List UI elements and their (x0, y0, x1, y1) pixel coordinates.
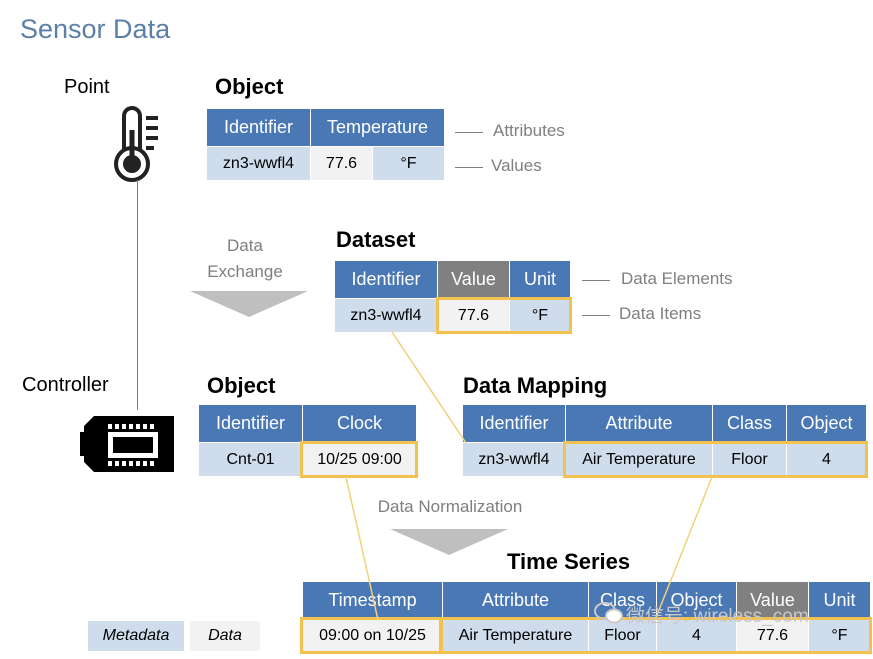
ts-header-timestamp: Timestamp (302, 581, 443, 619)
values-annotation-line (455, 167, 483, 168)
dataset-header-value: Value (437, 260, 510, 299)
object-controller-clock-value: 10/25 09:00 (302, 442, 417, 477)
dataset-unit-value: °F (509, 298, 571, 333)
data-mapping-title: Data Mapping (463, 373, 608, 398)
ts-header-attribute: Attribute (442, 581, 589, 619)
controller-clock-highlight (300, 441, 418, 478)
ts-class-value: Floor (588, 618, 657, 653)
dataset-header-identifier: Identifier (334, 260, 438, 299)
data-elements-annotation: Data Elements (621, 269, 733, 288)
controller-label: Controller (22, 374, 109, 396)
mapping-identifier-value: zn3-wwfl4 (462, 442, 566, 477)
object-point-title: Object (215, 74, 284, 99)
object-point-header-temperature: Temperature (310, 108, 445, 147)
point-controller-connector (137, 180, 138, 410)
object-controller-header-clock: Clock (302, 404, 417, 443)
ts-header-class: Class (588, 581, 657, 619)
data-normalization-arrow (390, 529, 508, 555)
point-label: Point (64, 76, 110, 98)
page-title: Sensor Data (20, 14, 171, 44)
controller-chip-icon (80, 416, 174, 472)
attributes-annotation-line (455, 132, 483, 133)
watermark-text: 微信号: wireless_com (626, 606, 809, 627)
mapping-header-object: Object (786, 404, 867, 443)
dataset-value-value: 77.6 (437, 298, 510, 333)
values-annotation: Values (491, 156, 542, 175)
mapping-object-value: 4 (786, 442, 867, 477)
object-point-temperature-value: 77.6 (310, 146, 373, 181)
dataset-highlight (436, 297, 572, 334)
wechat-icon (594, 602, 623, 624)
mapping-header-identifier: Identifier (462, 404, 566, 443)
object-point-identifier-value: zn3-wwfl4 (206, 146, 311, 181)
ts-attribute-value: Air Temperature (442, 618, 589, 653)
mapping-class-value: Floor (712, 442, 787, 477)
dataset-header-unit: Unit (509, 260, 571, 299)
object-point-unit-value: °F (372, 146, 445, 181)
ts-header-value: Value (736, 581, 809, 619)
data-mapping-table: Identifier Attribute Class Object zn3-ww… (462, 404, 867, 477)
data-items-annotation-line (582, 315, 610, 316)
data-elements-annotation-line (582, 280, 610, 281)
attributes-annotation: Attributes (493, 121, 565, 140)
legend-metadata: Metadata (88, 621, 184, 651)
object-controller-identifier-value: Cnt-01 (198, 442, 303, 477)
dataset-identifier-value: zn3-wwfl4 (334, 298, 438, 333)
mapping-highlight (563, 441, 868, 478)
dataset-table: Identifier Value Unit zn3-wwfl4 77.6 °F (334, 260, 571, 333)
ts-header-unit: Unit (808, 581, 871, 619)
data-exchange-arrow (190, 291, 308, 317)
object-controller-title: Object (207, 373, 276, 398)
data-exchange-line1: Data (227, 236, 263, 255)
ts-unit-value: °F (808, 618, 871, 653)
data-normalization-label: Data Normalization (377, 497, 523, 516)
data-items-annotation: Data Items (619, 304, 702, 323)
object-point-header-identifier: Identifier (206, 108, 311, 147)
mapping-header-class: Class (712, 404, 787, 443)
ts-value-value: 77.6 (736, 618, 809, 653)
object-controller-header-identifier: Identifier (198, 404, 303, 443)
data-exchange-line2: Exchange (207, 262, 283, 281)
time-series-title: Time Series (507, 549, 631, 574)
ts-timestamp-value: 09:00 on 10/25 (302, 618, 443, 653)
ts-timestamp-highlight (300, 617, 442, 654)
mapping-header-attribute: Attribute (565, 404, 713, 443)
legend-data: Data (190, 621, 260, 651)
dataset-title: Dataset (336, 227, 416, 252)
thermometer-icon (114, 106, 158, 182)
object-point-table: Identifier Temperature zn3-wwfl4 77.6 °F (206, 108, 445, 181)
